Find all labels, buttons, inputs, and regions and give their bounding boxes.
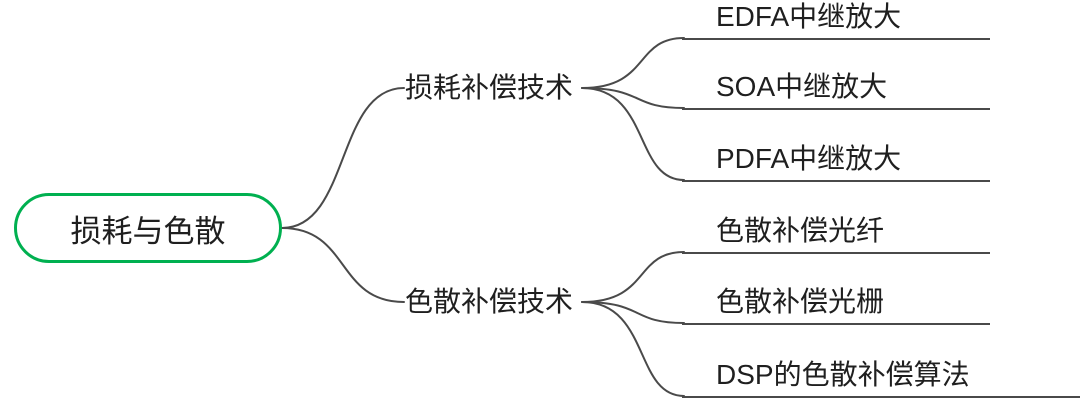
- branch-node-loss-compensation[interactable]: 损耗补偿技术: [405, 71, 573, 105]
- connector-branch1-to-leaf1: [581, 37, 685, 89]
- leaf-node-label: 色散补偿光纤: [716, 215, 885, 246]
- leaf-node-dispersion-grating[interactable]: 色散补偿光栅: [682, 285, 990, 325]
- leaf-node-label: EDFA中继放大: [716, 1, 902, 32]
- connector-root-to-branch1: [281, 87, 405, 229]
- branch-node-label: 色散补偿技术: [405, 286, 574, 317]
- root-node-label: 损耗与色散: [70, 213, 226, 249]
- leaf-node-label: SOA中继放大: [716, 71, 888, 102]
- leaf-node-soa[interactable]: SOA中继放大: [682, 70, 990, 110]
- connector-branch1-to-leaf2: [581, 87, 685, 109]
- connector-branch2-to-leaf5: [581, 301, 685, 324]
- leaf-node-dispersion-fiber[interactable]: 色散补偿光纤: [682, 214, 990, 254]
- leaf-node-edfa[interactable]: EDFA中继放大: [682, 0, 990, 40]
- branch-node-dispersion-compensation[interactable]: 色散补偿技术: [405, 285, 573, 319]
- branch-node-label: 损耗补偿技术: [405, 72, 574, 103]
- leaf-node-label: DSP的色散补偿算法: [716, 359, 970, 390]
- connector-branch2-to-leaf4: [581, 251, 685, 303]
- leaf-node-label: 色散补偿光栅: [716, 286, 885, 317]
- leaf-node-pdfa[interactable]: PDFA中继放大: [682, 142, 990, 182]
- root-node[interactable]: 损耗与色散: [14, 193, 282, 263]
- connector-branch1-to-leaf3: [581, 87, 685, 181]
- leaf-node-label: PDFA中继放大: [716, 143, 902, 174]
- connector-root-to-branch2: [281, 227, 405, 303]
- connector-branch2-to-leaf6: [581, 301, 685, 397]
- leaf-node-dsp-algorithm[interactable]: DSP的色散补偿算法: [682, 358, 1080, 398]
